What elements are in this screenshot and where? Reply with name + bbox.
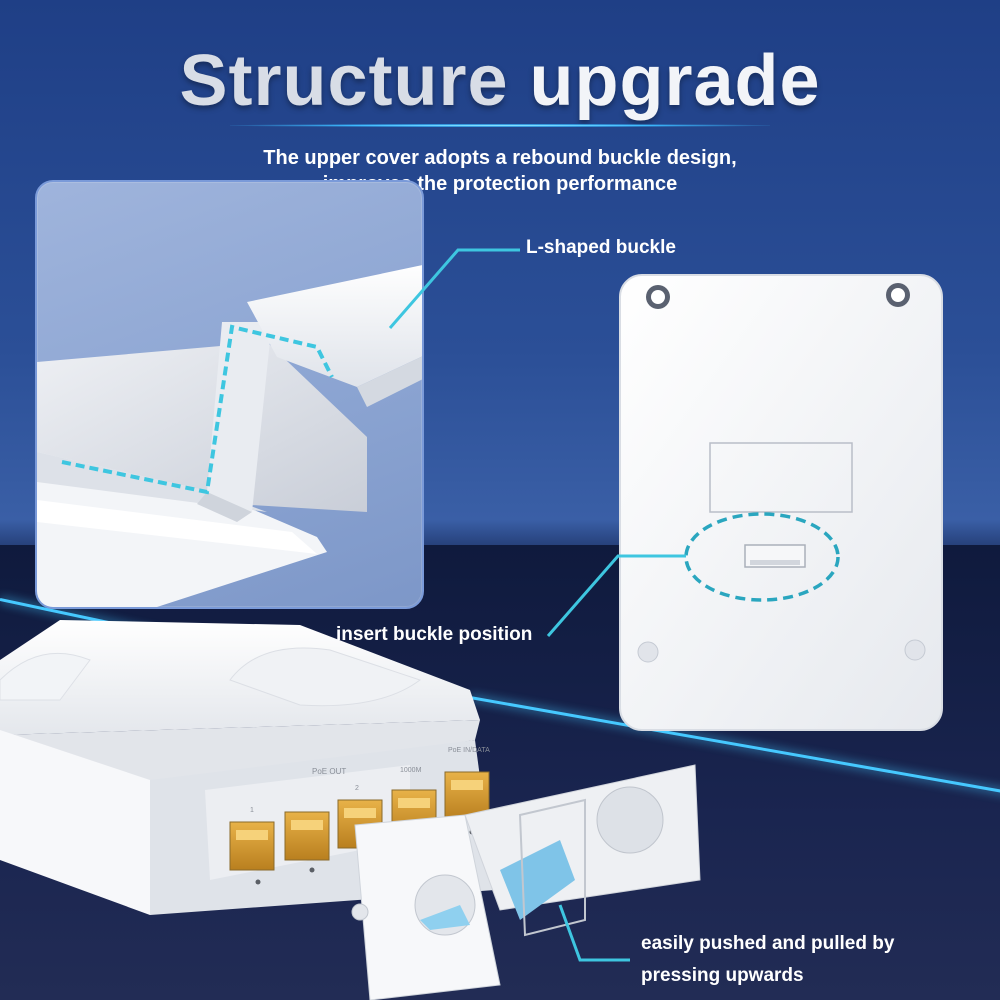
l-buckle-illustration (37, 265, 422, 607)
headline-glow-divider (230, 124, 770, 127)
callout-insert-buckle-position: insert buckle position (336, 624, 533, 645)
subtitle-line1: The upper cover adopts a rebound buckle … (263, 147, 737, 169)
headline-part2: upgrade (529, 41, 821, 121)
headline: Structure upgrade (0, 40, 1000, 122)
buckle-detail-card (35, 180, 424, 609)
floor-surface (0, 545, 1000, 1000)
headline-part1: Structure (179, 41, 509, 121)
callout-push-pull-line2: pressing upwards (641, 965, 804, 986)
subtitle: The upper cover adopts a rebound buckle … (0, 145, 1000, 197)
callout-l-shaped-buckle: L-shaped buckle (526, 237, 676, 258)
callout-push-pull-line1: easily pushed and pulled by (641, 933, 895, 954)
